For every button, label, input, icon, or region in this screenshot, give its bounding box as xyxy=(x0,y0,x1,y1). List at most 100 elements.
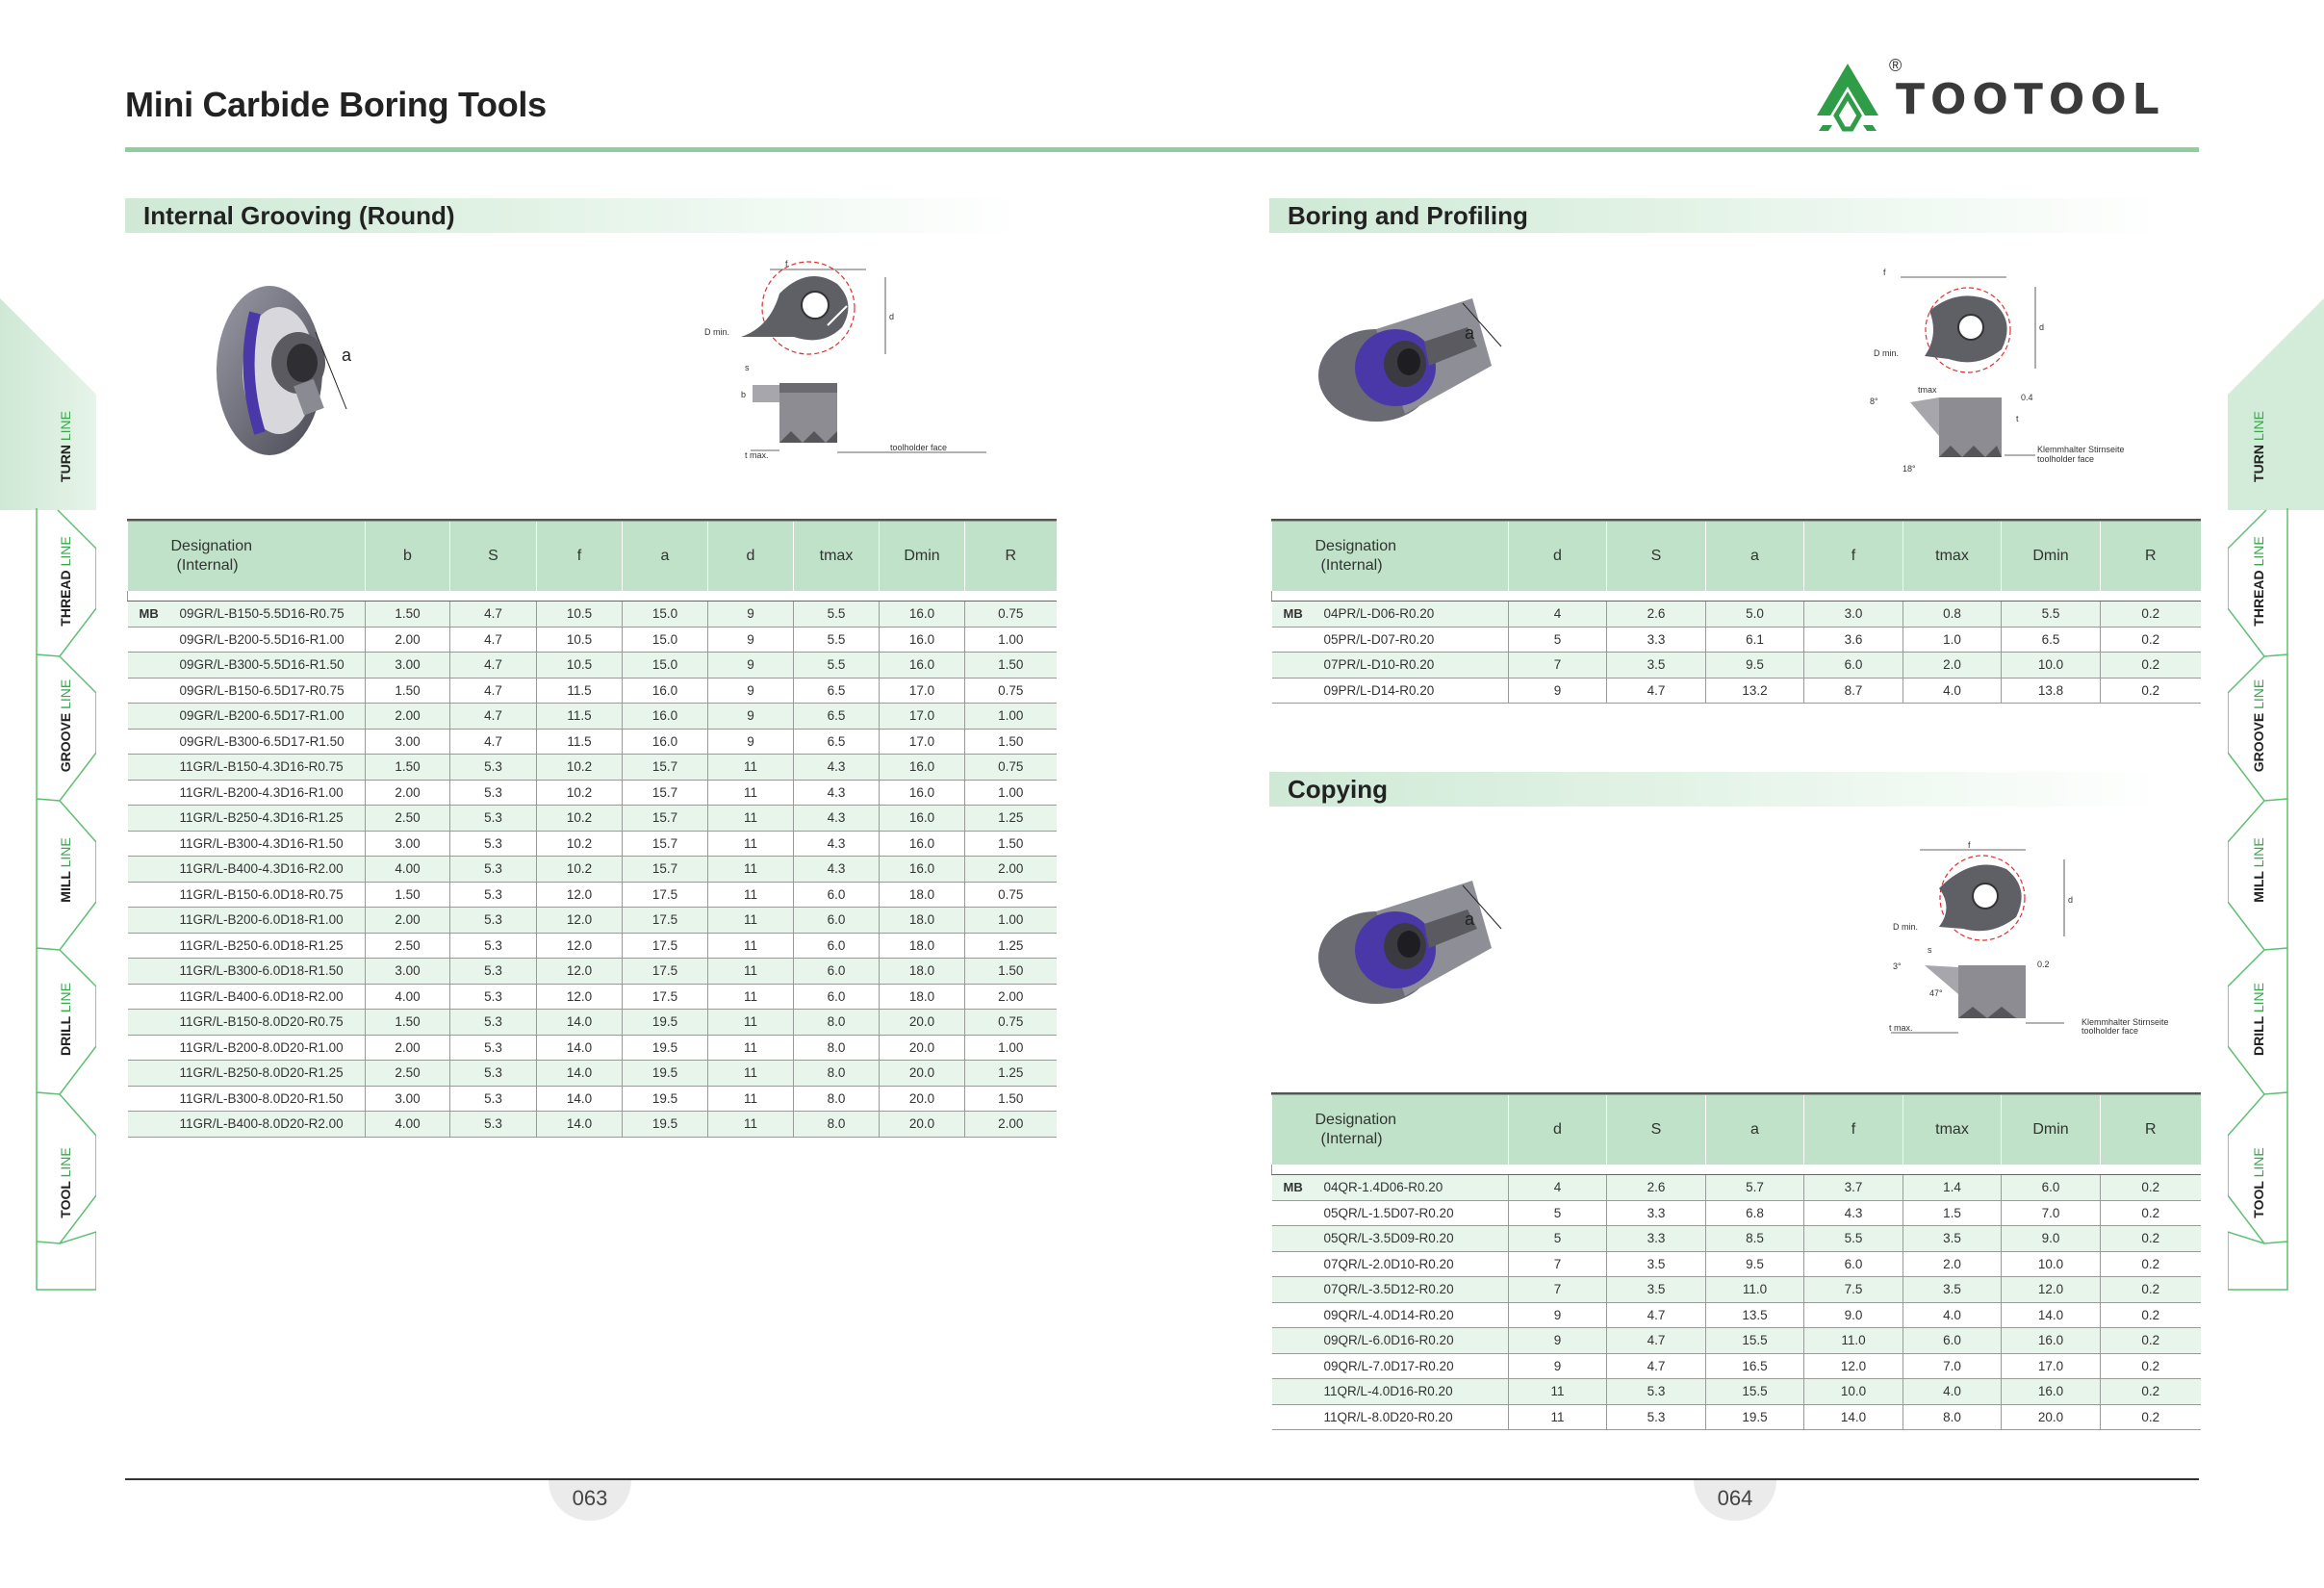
designation-cell: 09QR/L-7.0D17-R0.20 xyxy=(1271,1353,1509,1379)
value-cell: 4.3 xyxy=(1803,1200,1903,1226)
value-cell: 4.0 xyxy=(1903,678,2002,704)
column-header: d xyxy=(1508,1094,1607,1165)
grooving-technical-drawing: f d D min. b s t max. toolholder face xyxy=(704,260,986,460)
value-cell: 16.0 xyxy=(622,729,708,755)
side-tab-turn[interactable]: TURN LINE xyxy=(2251,379,2266,514)
side-tab-turn[interactable]: TURN LINE xyxy=(58,379,73,514)
value-cell: 8.5 xyxy=(1705,1225,1804,1252)
value-cell: 6.0 xyxy=(793,984,880,1010)
value-cell: 3.00 xyxy=(365,958,450,985)
designation-code: 09GR/L-B200-5.5D16-R1.00 xyxy=(179,631,345,647)
side-tab-thread[interactable]: THREAD LINE xyxy=(2251,514,2266,649)
value-cell: 15.7 xyxy=(622,780,708,806)
value-cell: 1.0 xyxy=(1903,627,2002,653)
boring-dim-t-label: t xyxy=(2016,414,2019,423)
column-header: a xyxy=(1705,1094,1804,1165)
designation-cell: 11QR/L-8.0D20-R0.20 xyxy=(1271,1404,1509,1430)
value-cell: 5.3 xyxy=(1606,1404,1706,1430)
value-cell: 17.5 xyxy=(622,933,708,959)
copying-tool-3d-illustration: a xyxy=(1318,881,1502,1004)
designation-code: 07QR/L-2.0D10-R0.20 xyxy=(1323,1256,1454,1271)
value-cell: 6.8 xyxy=(1705,1200,1804,1226)
side-tab-groove[interactable]: GROOVE LINE xyxy=(58,658,73,793)
column-header: a xyxy=(1705,521,1804,591)
designation-code: 09GR/L-B150-5.5D16-R0.75 xyxy=(179,606,345,622)
designation-code: 11GR/L-B150-4.3D16-R0.75 xyxy=(179,759,344,775)
side-tab-mill[interactable]: MILL LINE xyxy=(2251,803,2266,937)
column-header: Dmin xyxy=(879,521,965,591)
value-cell: 5.3 xyxy=(449,907,537,934)
value-cell: 2.0 xyxy=(1903,1251,2002,1277)
value-cell: 16.0 xyxy=(879,856,965,883)
value-cell: 18.0 xyxy=(879,907,965,934)
value-cell: 1.50 xyxy=(365,678,450,704)
designation-cell: 09GR/L-B200-6.5D17-R1.00 xyxy=(127,703,366,730)
designation-code: 11GR/L-B400-8.0D20-R2.00 xyxy=(179,1116,344,1132)
value-cell: 16.0 xyxy=(879,754,965,781)
value-cell: 5.3 xyxy=(449,1035,537,1061)
designation-cell: 09QR/L-4.0D14-R0.20 xyxy=(1271,1302,1509,1328)
side-tab-tool[interactable]: TOOL LINE xyxy=(58,1115,73,1250)
designation-code: 11GR/L-B300-4.3D16-R1.50 xyxy=(179,835,344,851)
value-cell: 15.7 xyxy=(622,754,708,781)
designation-code: 11GR/L-B300-6.0D18-R1.50 xyxy=(179,963,344,979)
toolholder-face-label: toolholder face xyxy=(890,443,947,452)
value-cell: 16.0 xyxy=(622,703,708,730)
designation-code: 11GR/L-B250-6.0D18-R1.25 xyxy=(179,937,344,953)
dim-tmax-label: t max. xyxy=(745,450,769,460)
value-cell: 15.7 xyxy=(622,831,708,857)
value-cell: 19.5 xyxy=(622,1009,708,1036)
designation-code: 07QR/L-3.5D12-R0.20 xyxy=(1323,1282,1454,1297)
side-tab-label: GROOVE xyxy=(58,708,73,773)
side-tab-line-label: LINE xyxy=(58,679,73,709)
value-cell: 3.5 xyxy=(1606,1276,1706,1303)
value-cell: 14.0 xyxy=(536,1086,623,1112)
side-tab-line-label: LINE xyxy=(2251,536,2266,567)
value-cell: 12.0 xyxy=(1803,1353,1903,1379)
side-tab-groove[interactable]: GROOVE LINE xyxy=(2251,658,2266,793)
value-cell: 15.0 xyxy=(622,652,708,679)
value-cell: 15.0 xyxy=(622,627,708,653)
column-header: R xyxy=(2100,521,2201,591)
value-cell: 0.2 xyxy=(2100,1225,2201,1252)
value-cell: 4.7 xyxy=(1606,1327,1706,1354)
side-tab-drill[interactable]: DRILL LINE xyxy=(2251,952,2266,1087)
value-cell: 9 xyxy=(707,627,794,653)
value-cell: 6.0 xyxy=(793,882,880,908)
designation-code: 05QR/L-3.5D09-R0.20 xyxy=(1323,1231,1454,1246)
boring-tool-3d-illustration: a xyxy=(1318,298,1502,422)
value-cell: 20.0 xyxy=(879,1035,965,1061)
column-header: S xyxy=(449,521,537,591)
side-tab-drill[interactable]: DRILL LINE xyxy=(58,952,73,1087)
value-cell: 19.5 xyxy=(622,1111,708,1138)
side-tab-mill[interactable]: MILL LINE xyxy=(58,803,73,937)
dim-b-label: b xyxy=(741,390,746,399)
value-cell: 6.5 xyxy=(793,703,880,730)
value-cell: 11 xyxy=(707,754,794,781)
value-cell: 0.8 xyxy=(1903,601,2002,628)
designation-code: 11GR/L-B150-6.0D18-R0.75 xyxy=(179,886,344,902)
side-tab-line-label: LINE xyxy=(58,837,73,868)
tootool-logo: ® TOOTOOL xyxy=(1809,56,2199,133)
side-tab-label: THREAD xyxy=(58,566,73,627)
value-cell: 6.0 xyxy=(793,933,880,959)
value-cell: 9 xyxy=(707,652,794,679)
value-cell: 16.0 xyxy=(879,780,965,806)
value-cell: 1.50 xyxy=(963,1086,1057,1112)
side-tab-thread[interactable]: THREAD LINE xyxy=(58,514,73,649)
side-tab-tool[interactable]: TOOL LINE xyxy=(2251,1115,2266,1250)
value-cell: 9.0 xyxy=(2001,1225,2101,1252)
registered-mark: ® xyxy=(1889,56,1903,75)
value-cell: 2.00 xyxy=(963,1111,1057,1138)
value-cell: 16.0 xyxy=(879,627,965,653)
value-cell: 5.3 xyxy=(449,856,537,883)
